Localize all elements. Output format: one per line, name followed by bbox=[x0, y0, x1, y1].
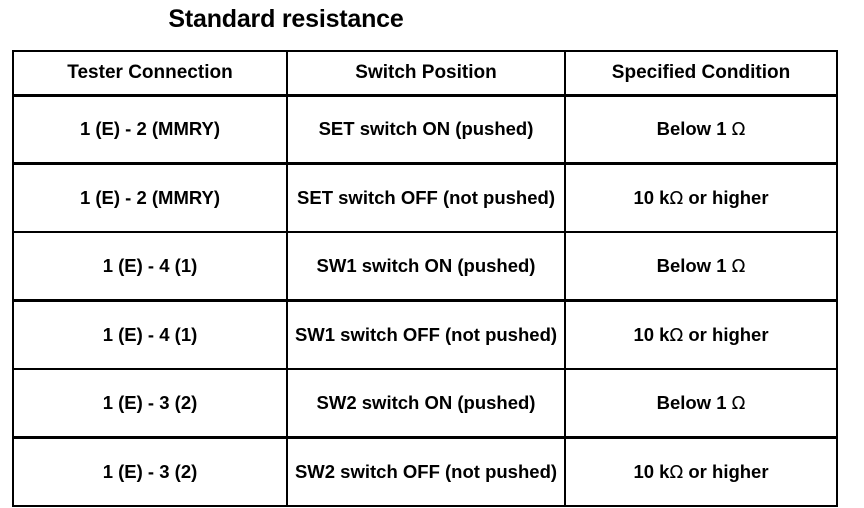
condition-prefix: 10 k bbox=[633, 323, 670, 345]
cell-tester-connection: 1 (E) - 4 (1) bbox=[12, 300, 288, 370]
cell-tester-connection: 1 (E) - 2 (MMRY) bbox=[12, 163, 288, 233]
standard-resistance-table-container: Tester Connection Switch Position Specif… bbox=[12, 50, 838, 507]
cell-tester-connection: 1 (E) - 3 (2) bbox=[12, 437, 288, 506]
column-header-specified-condition: Specified Condition bbox=[564, 51, 838, 96]
table-row: 1 (E) - 4 (1) SW1 switch OFF (not pushed… bbox=[12, 300, 838, 370]
condition-prefix: Below 1 bbox=[656, 391, 732, 413]
table-row: 1 (E) - 4 (1) SW1 switch ON (pushed) Bel… bbox=[12, 232, 838, 302]
condition-suffix: or higher bbox=[683, 186, 769, 208]
ohm-symbol: Ω bbox=[731, 255, 746, 277]
condition-prefix: Below 1 bbox=[656, 117, 732, 139]
condition-prefix: 10 k bbox=[633, 460, 670, 482]
table-header: Tester Connection Switch Position Specif… bbox=[12, 51, 838, 96]
ohm-symbol: Ω bbox=[731, 118, 746, 140]
condition-suffix: or higher bbox=[683, 323, 769, 345]
column-header-tester-connection: Tester Connection bbox=[12, 51, 288, 96]
table-header-row: Tester Connection Switch Position Specif… bbox=[12, 51, 838, 96]
column-header-switch-position: Switch Position bbox=[286, 51, 566, 96]
cell-specified-condition: 10 kΩ or higher bbox=[564, 300, 838, 370]
cell-specified-condition: 10 kΩ or higher bbox=[564, 163, 838, 233]
cell-specified-condition: 10 kΩ or higher bbox=[564, 437, 838, 506]
ohm-symbol: Ω bbox=[669, 461, 684, 483]
cell-specified-condition: Below 1 Ω bbox=[564, 369, 838, 439]
cell-tester-connection: 1 (E) - 2 (MMRY) bbox=[12, 95, 288, 165]
cell-switch-position: SET switch OFF (not pushed) bbox=[286, 163, 566, 233]
page-title: Standard resistance bbox=[168, 5, 404, 33]
condition-prefix: Below 1 bbox=[656, 254, 732, 276]
table-row: 1 (E) - 2 (MMRY) SET switch OFF (not pus… bbox=[12, 163, 838, 233]
cell-specified-condition: Below 1 Ω bbox=[564, 232, 838, 302]
condition-prefix: 10 k bbox=[633, 186, 670, 208]
ohm-symbol: Ω bbox=[731, 392, 746, 414]
condition-suffix: or higher bbox=[683, 460, 769, 482]
standard-resistance-table: Tester Connection Switch Position Specif… bbox=[12, 50, 838, 507]
ohm-symbol: Ω bbox=[669, 324, 684, 346]
cell-tester-connection: 1 (E) - 4 (1) bbox=[12, 232, 288, 302]
table-body: 1 (E) - 2 (MMRY) SET switch ON (pushed) … bbox=[12, 95, 838, 506]
cell-switch-position: SW2 switch OFF (not pushed) bbox=[286, 437, 566, 506]
cell-switch-position: SET switch ON (pushed) bbox=[286, 95, 566, 165]
table-row: 1 (E) - 3 (2) SW2 switch ON (pushed) Bel… bbox=[12, 369, 838, 439]
cell-switch-position: SW1 switch OFF (not pushed) bbox=[286, 300, 566, 370]
table-row: 1 (E) - 3 (2) SW2 switch OFF (not pushed… bbox=[12, 437, 838, 506]
table-row: 1 (E) - 2 (MMRY) SET switch ON (pushed) … bbox=[12, 95, 838, 165]
cell-switch-position: SW1 switch ON (pushed) bbox=[286, 232, 566, 302]
cell-tester-connection: 1 (E) - 3 (2) bbox=[12, 369, 288, 439]
cell-switch-position: SW2 switch ON (pushed) bbox=[286, 369, 566, 439]
cell-specified-condition: Below 1 Ω bbox=[564, 95, 838, 165]
ohm-symbol: Ω bbox=[669, 187, 684, 209]
